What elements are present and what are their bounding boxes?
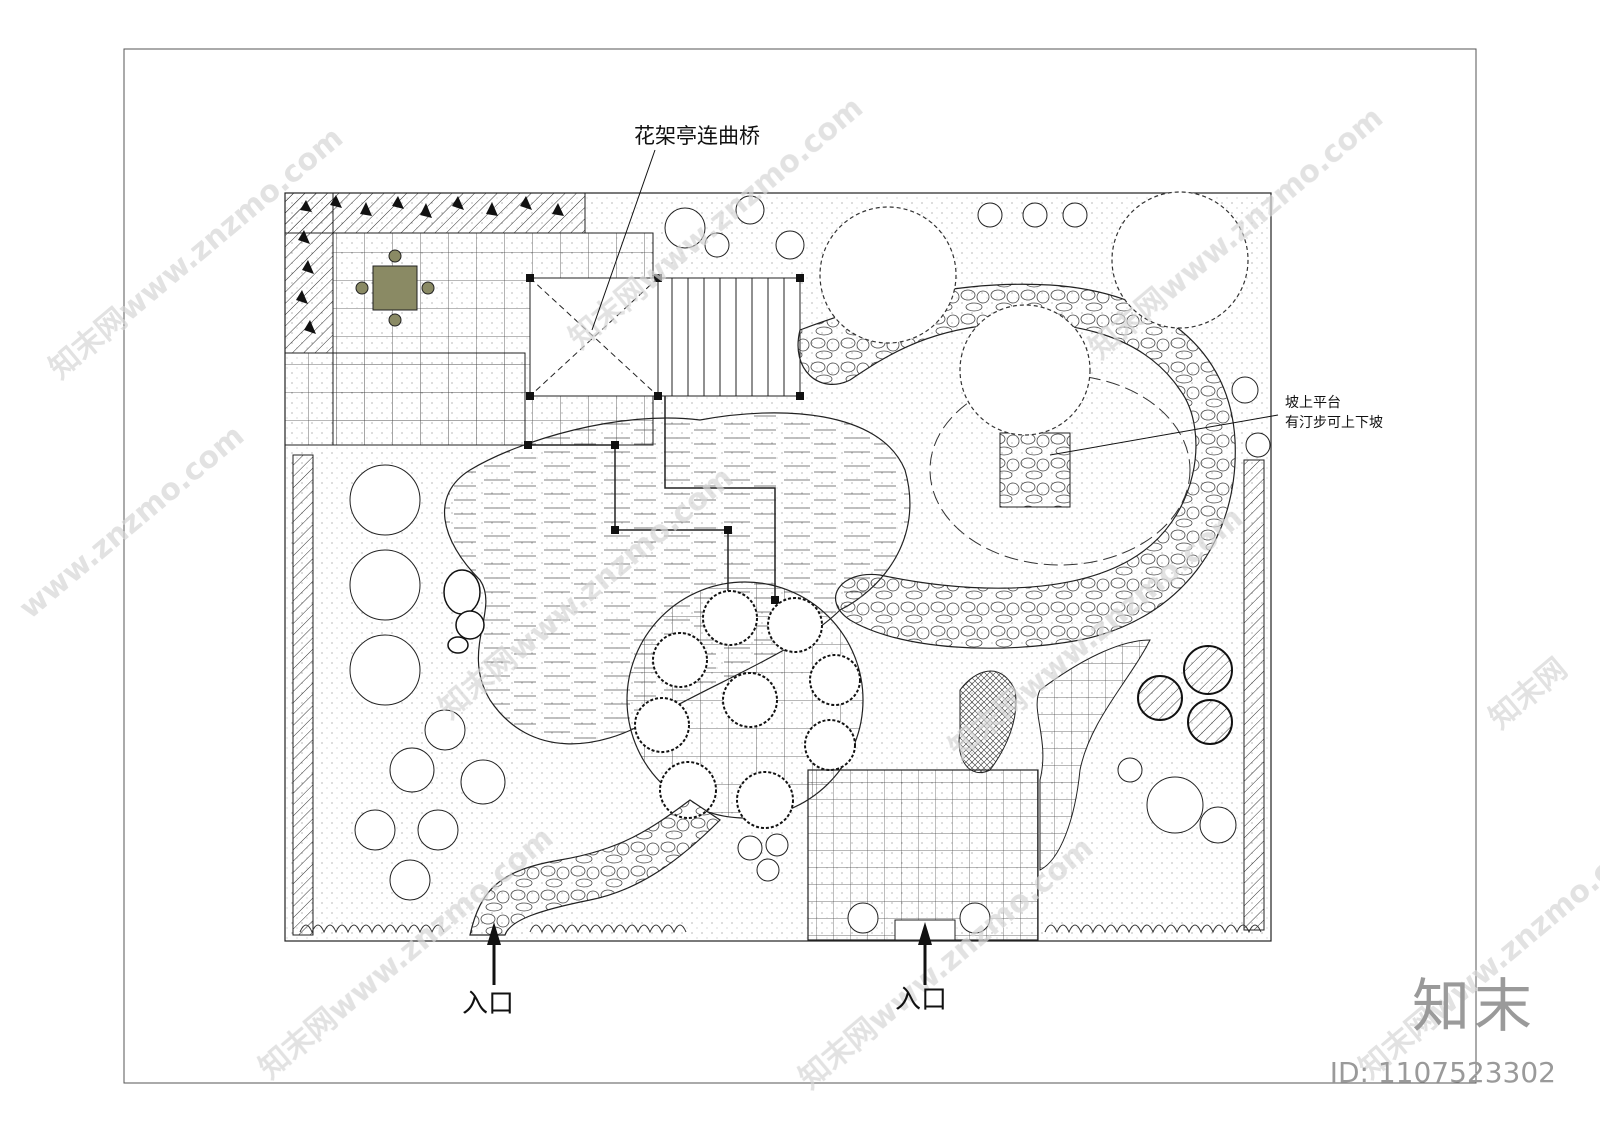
drawing-frame <box>123 48 1477 1084</box>
bridge-label: 花架亭连曲桥 <box>634 124 760 148</box>
entrance-arrow-east <box>918 922 932 985</box>
table-set <box>355 249 435 327</box>
bridge-leader-line <box>591 149 656 331</box>
stone-table <box>372 265 418 311</box>
entrance-arrow-west <box>487 922 501 985</box>
pergola-pavilion <box>526 274 804 400</box>
south-court <box>807 769 1039 941</box>
platform-label-line2: 有汀步可上下坡 <box>1285 415 1383 431</box>
zigzag-bridge <box>524 396 779 604</box>
east-gravel-bed <box>958 670 1017 773</box>
platform-leader-line <box>1049 414 1279 456</box>
hatched-shrubs <box>1137 645 1233 745</box>
boulders <box>443 569 485 654</box>
west-stone-path <box>469 799 721 936</box>
platform-label-line1: 坡上平台 <box>1285 395 1341 411</box>
bamboo-clumps <box>296 195 564 334</box>
large-trees <box>819 191 1249 436</box>
slope-platform <box>999 432 1071 508</box>
entrance-label-west: 入口 <box>462 989 514 1019</box>
brand-logo-text: 知末 <box>1411 972 1536 1040</box>
svg-text:www.znzmo.com: www.znzmo.com <box>13 418 251 626</box>
image-id: ID: 1107523302 <box>1329 1056 1556 1089</box>
nw-terrace-lower <box>284 352 526 446</box>
svg-text:知末网: 知末网 <box>1483 651 1574 736</box>
entrance-label-east: 入口 <box>895 985 947 1015</box>
east-winding-path <box>1036 639 1151 871</box>
plaza-trees <box>634 590 861 829</box>
shrubs <box>349 195 1271 934</box>
east-wall-hatch <box>1243 459 1265 931</box>
west-wall-hatch <box>292 454 314 936</box>
groundcover-strip <box>299 924 1262 934</box>
